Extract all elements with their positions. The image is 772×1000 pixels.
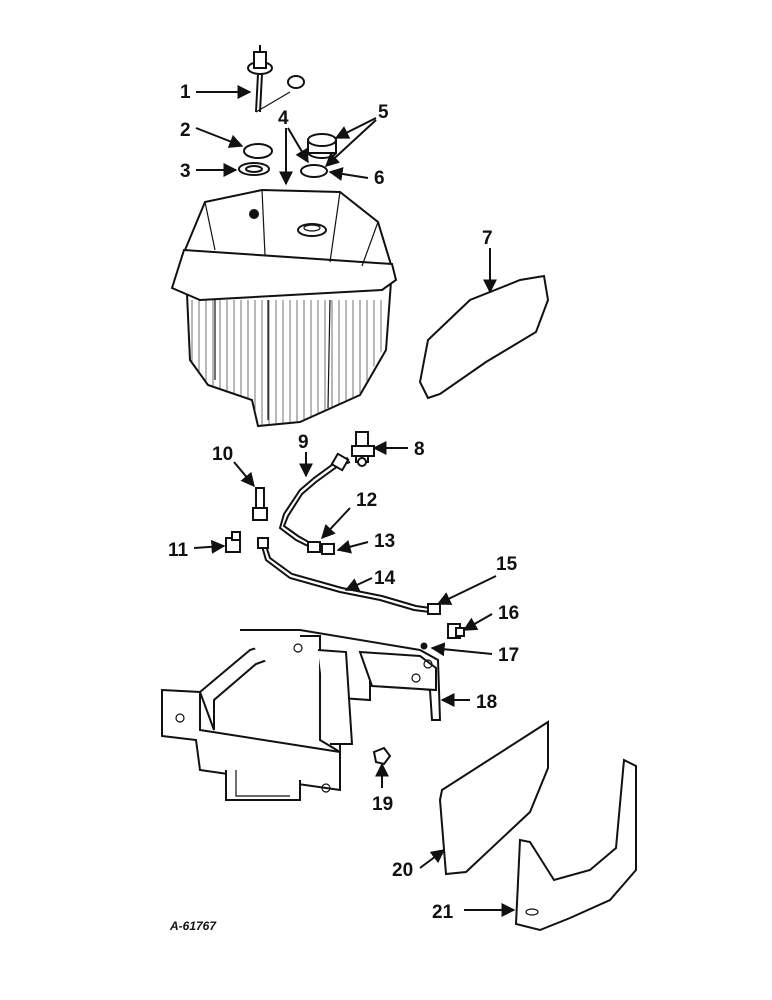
fuel-line-9 <box>278 457 349 549</box>
callout-18: 18 <box>476 692 497 713</box>
callout-7: 7 <box>482 228 493 249</box>
fuel-line-14 <box>261 545 431 613</box>
callout-14: 14 <box>374 568 396 589</box>
gasket-2 <box>243 143 273 159</box>
nut-17 <box>420 642 428 650</box>
callout-9: 9 <box>298 432 309 453</box>
callout-1: 1 <box>180 82 191 103</box>
callout-19: 19 <box>372 794 393 815</box>
fitting-12 <box>307 541 321 553</box>
elbow-11 <box>225 531 241 553</box>
fuel-gauge-sender <box>247 45 305 113</box>
fitting-10 <box>252 487 268 521</box>
nut-19 <box>372 746 392 766</box>
callout-20: 20 <box>392 860 413 881</box>
shutoff-valve <box>351 431 375 467</box>
callout-3: 3 <box>180 161 191 182</box>
callout-12: 12 <box>356 490 377 511</box>
callout-11: 11 <box>168 540 189 561</box>
fuel-tank <box>170 188 398 428</box>
callout-4: 4 <box>278 108 289 129</box>
callout-8: 8 <box>414 439 425 460</box>
figure-id: A-61767 <box>169 919 217 933</box>
tank-shield <box>418 274 550 400</box>
ring-3 <box>238 162 270 176</box>
callout-16: 16 <box>498 603 519 624</box>
callout-13: 13 <box>374 531 395 552</box>
callout-15: 15 <box>496 554 518 575</box>
support-bracket <box>514 758 637 932</box>
callout-10: 10 <box>212 444 233 465</box>
callout-2: 2 <box>180 120 191 141</box>
callout-labels: 1 2 3 4 5 6 7 8 9 10 11 12 13 14 15 16 1… <box>168 82 519 933</box>
tank-support <box>161 629 442 801</box>
leader-arrows <box>193 85 516 917</box>
cap-gasket <box>300 164 328 178</box>
callout-17: 17 <box>498 645 519 666</box>
callout-6: 6 <box>374 168 385 189</box>
side-panel <box>438 720 549 876</box>
filler-cap <box>307 133 337 159</box>
elbow-16 <box>447 623 465 639</box>
fitting-13 <box>321 543 335 555</box>
fitting-15 <box>427 603 441 615</box>
callout-21: 21 <box>432 902 454 923</box>
callout-5: 5 <box>378 102 389 123</box>
